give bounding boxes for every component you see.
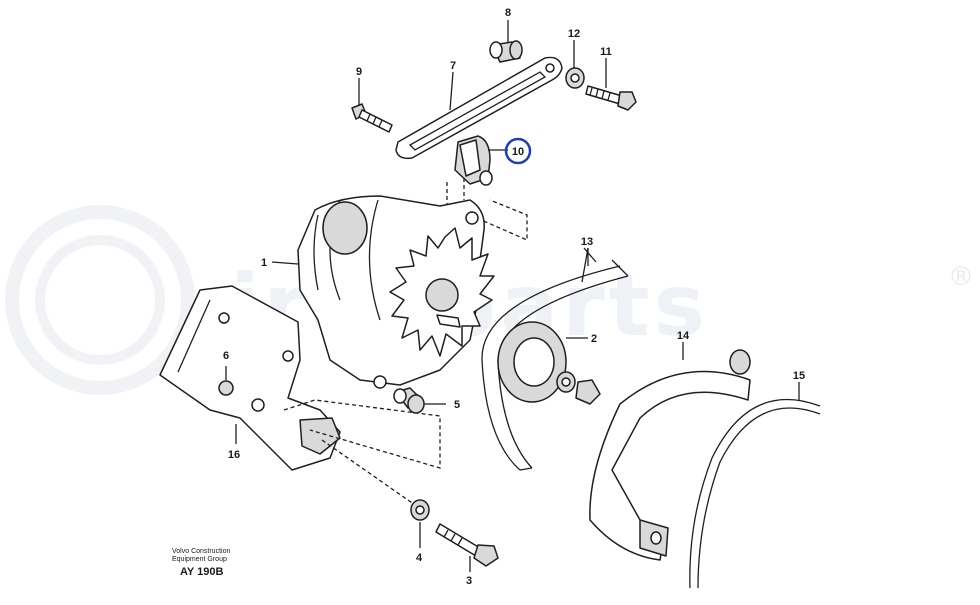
part-15-guard-strip — [689, 398, 821, 589]
part-10-bracket — [454, 135, 493, 200]
part-14-belt-guard — [589, 349, 751, 561]
callout-1: 1 — [261, 257, 267, 269]
assembly-line-bolt — [321, 439, 416, 506]
callout-4: 4 — [416, 552, 423, 564]
alternator-fan — [389, 227, 495, 357]
highlight-ring-10 — [504, 137, 532, 165]
callout-10[interactable]: 10 — [512, 146, 524, 158]
callout-9: 9 — [356, 66, 362, 78]
part-12-washer — [565, 67, 585, 89]
callout-16: 16 — [228, 449, 240, 461]
part-8-sleeve — [489, 40, 523, 63]
callout-14: 14 — [677, 330, 690, 342]
assembly-line-top — [446, 182, 528, 241]
part-1-alternator — [297, 195, 495, 389]
leader-lines — [225, 20, 800, 572]
callout-labels: 8 12 11 7 9 10 1 13 2 14 15 6 5 16 4 3 — [223, 7, 805, 587]
footer-drawing-code: AY 190B — [180, 566, 224, 578]
part-2-pulley — [497, 321, 601, 405]
callout-12: 12 — [568, 28, 580, 40]
callout-11: 11 — [600, 46, 612, 58]
footer-company-line2: Equipment Group — [172, 556, 227, 563]
part-3-bolt — [435, 523, 499, 567]
callout-13: 13 — [581, 236, 593, 248]
watermark: ireeparts ® — [5, 205, 974, 395]
part-9-bolt — [351, 103, 393, 133]
part-5-sleeve — [393, 387, 425, 414]
callout-5: 5 — [454, 399, 460, 411]
callout-7: 7 — [450, 60, 456, 72]
assembly-line-lower — [283, 399, 441, 469]
part-4-washer — [410, 499, 430, 521]
callout-3: 3 — [466, 575, 472, 587]
watermark-registered: ® — [948, 262, 974, 292]
callout-15: 15 — [793, 370, 805, 382]
part-7-adjusting-arm — [395, 56, 563, 160]
callout-8: 8 — [505, 7, 511, 19]
part-11-bolt — [585, 85, 637, 111]
callout-6: 6 — [223, 350, 229, 362]
footer-company-line1: Volvo Construction — [172, 548, 231, 555]
callout-2: 2 — [591, 333, 597, 345]
